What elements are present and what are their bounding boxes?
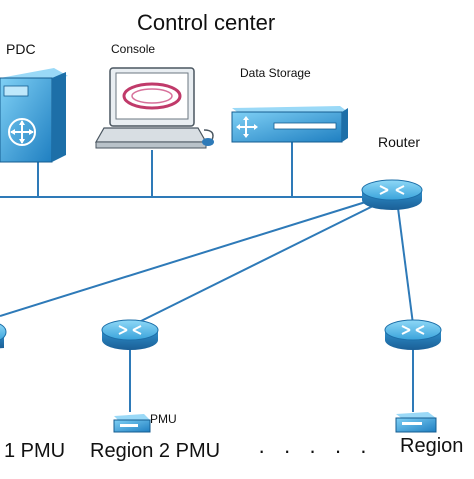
link-router-region1	[0, 199, 373, 317]
network-links	[0, 142, 414, 412]
region-n-label: Region	[400, 435, 464, 457]
router-label: Router	[378, 134, 421, 150]
console-computer-icon	[94, 67, 214, 149]
pdc-server-icon	[0, 68, 68, 163]
region-n-router-icon	[384, 319, 442, 350]
pmu-label: PMU	[150, 412, 177, 426]
pdc-label: PDC	[6, 41, 36, 57]
ellipsis-label: · · · · ·	[258, 438, 374, 463]
region2-pmu-icon	[113, 414, 151, 433]
region2-router-icon	[101, 319, 159, 350]
region-n-pmu-icon	[395, 412, 437, 433]
data-storage-label: Data Storage	[240, 66, 311, 80]
data-storage-icon	[231, 106, 348, 143]
region1-router-icon	[0, 323, 7, 349]
console-label: Console	[111, 42, 156, 56]
link-router-region-n	[397, 207, 414, 325]
region1-pmu-label: 1 PMU	[4, 440, 66, 462]
main-router-icon	[361, 179, 423, 210]
diagram-title: Control center	[137, 10, 276, 35]
link-router-region2	[134, 204, 376, 325]
region2-pmu-label: Region 2 PMU	[90, 440, 221, 462]
